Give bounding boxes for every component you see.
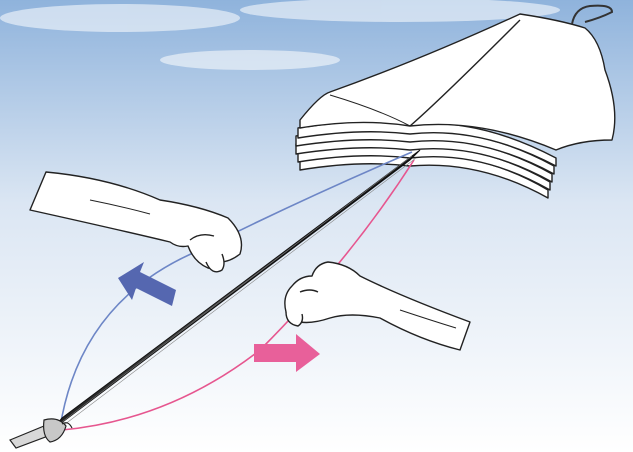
- paper-lantern-assembly-illustration: [0, 0, 633, 452]
- illustration-stage: [0, 0, 633, 452]
